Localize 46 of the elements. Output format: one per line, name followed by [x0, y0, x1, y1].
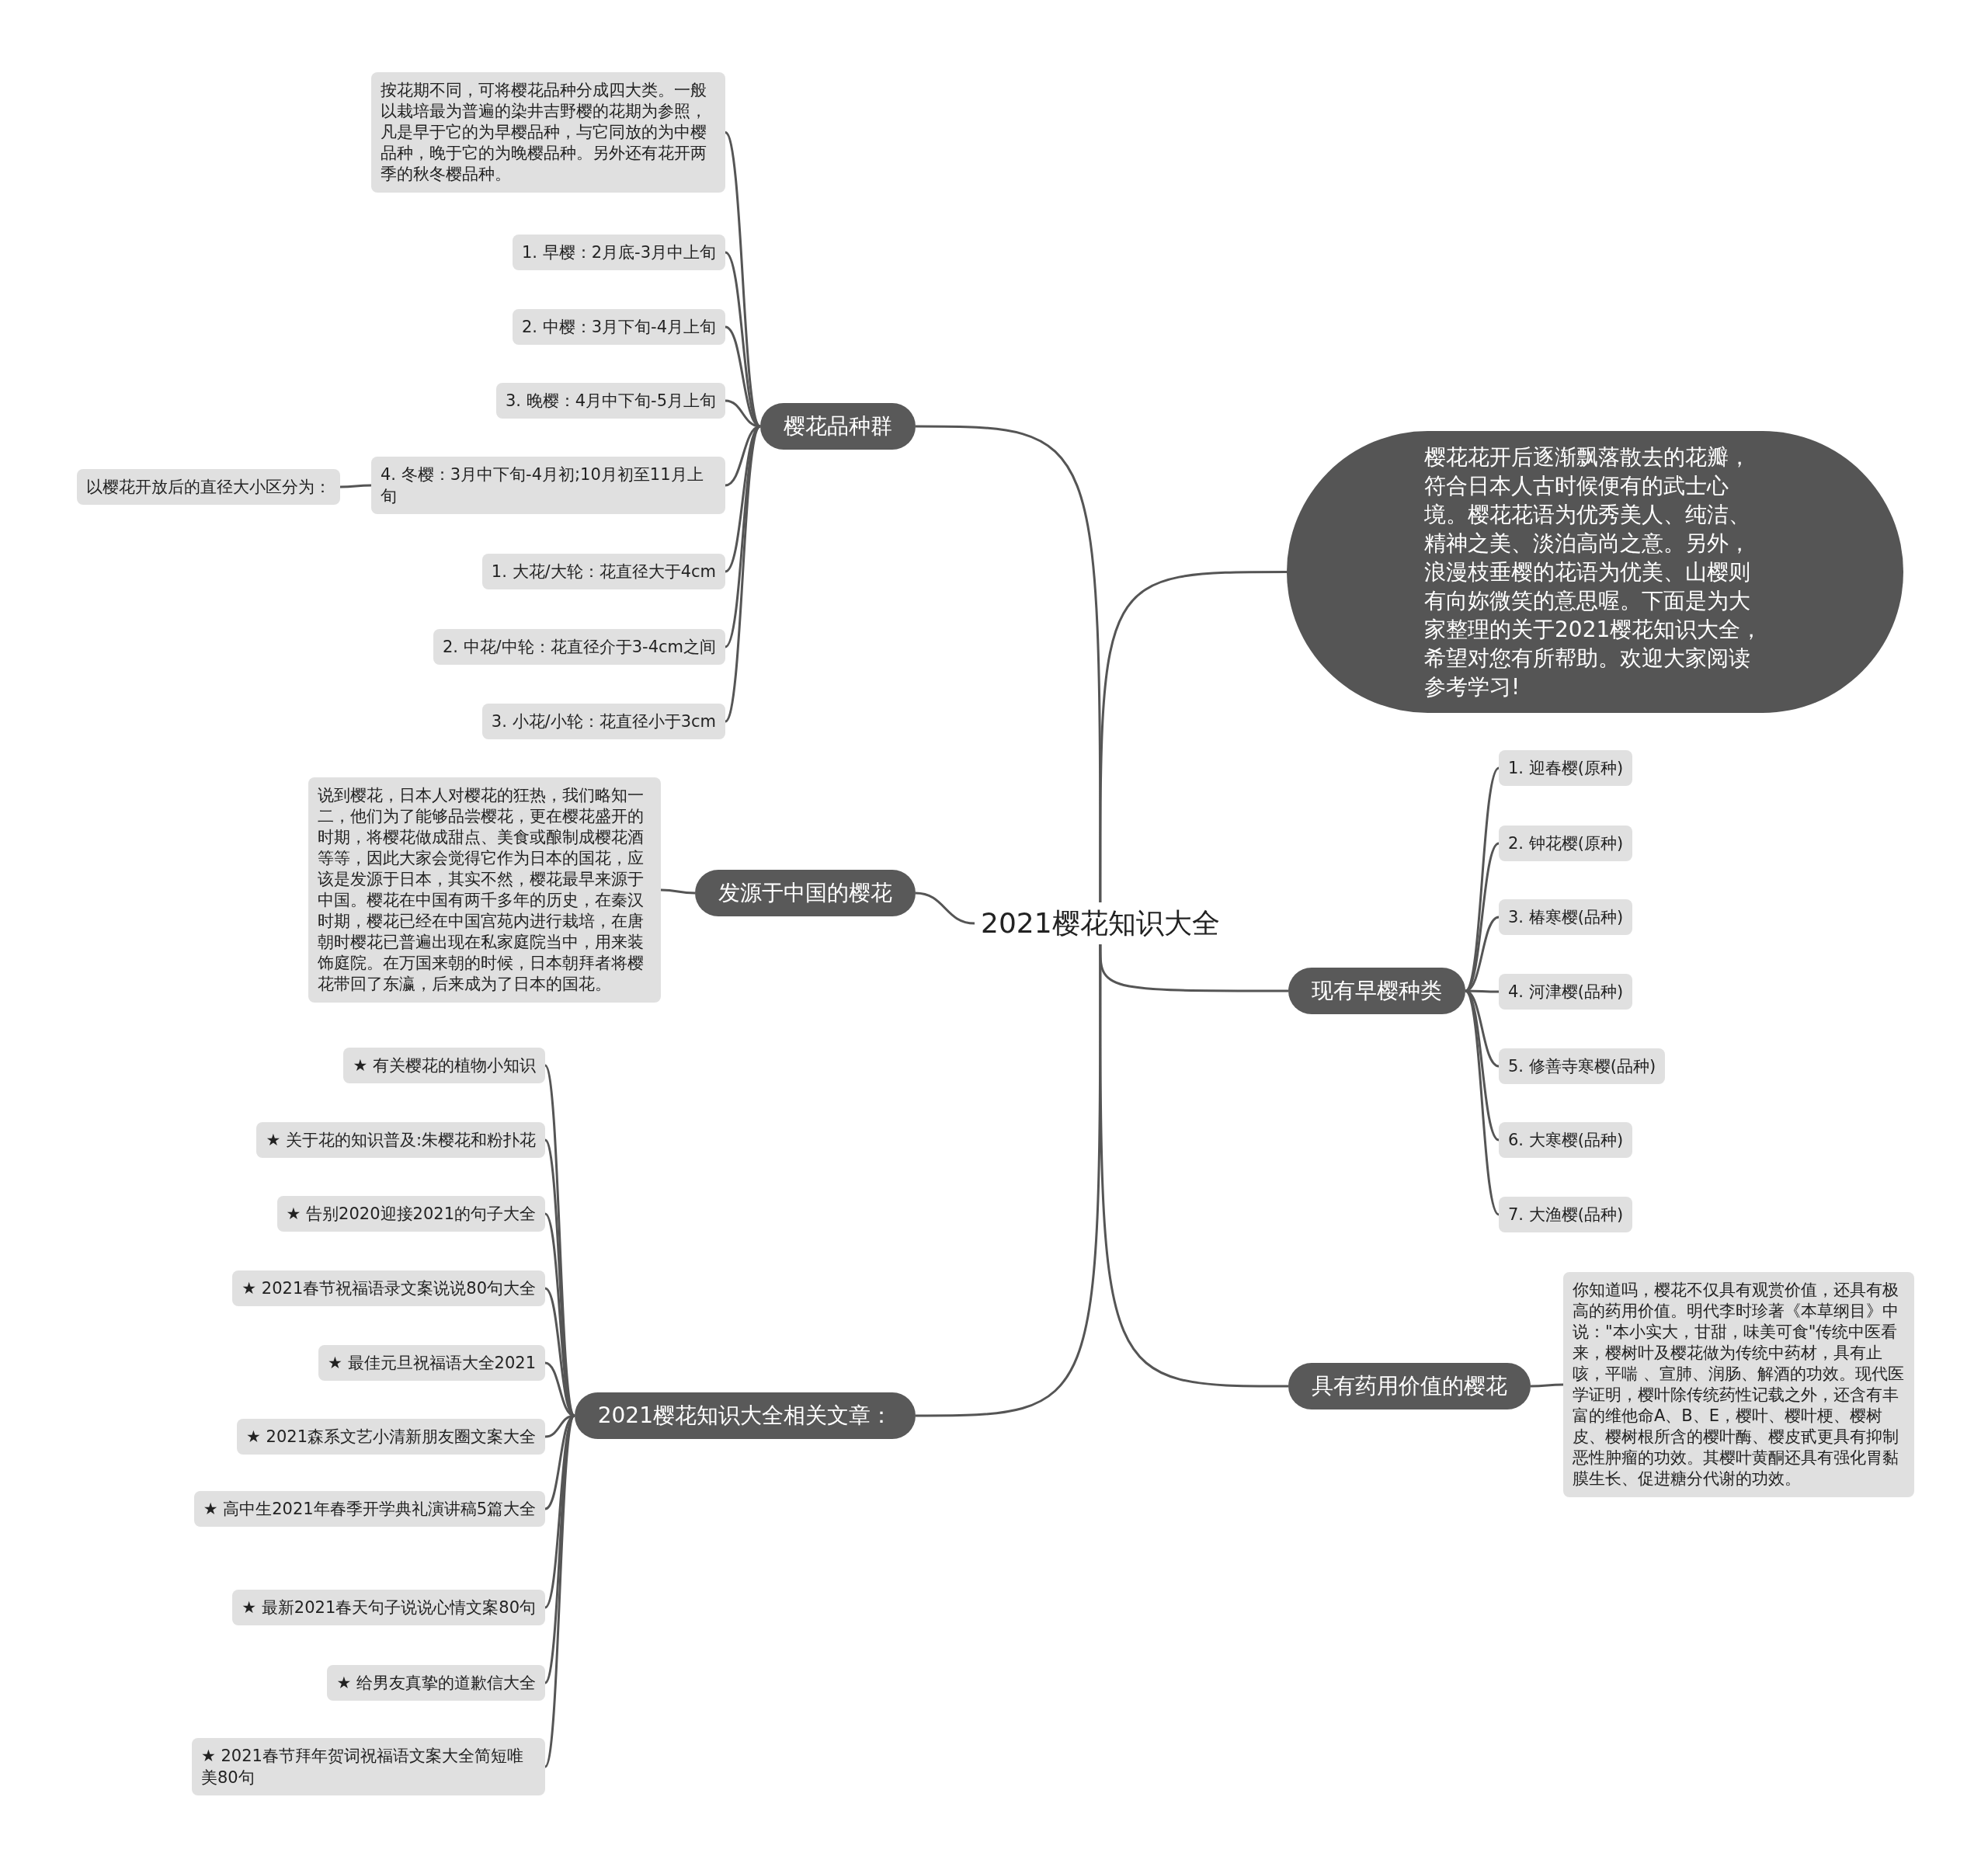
topic-box: 6. 大寒樱(品种): [1499, 1122, 1633, 1158]
connector-line: [724, 426, 762, 722]
topic-box: 3. 小花/小轮：花直径小于3cm: [481, 704, 725, 739]
root-topic: 2021樱花知识大全: [975, 902, 1226, 944]
topic-box: 1. 大花/大轮：花直径大于4cm: [481, 554, 725, 589]
topic-box: ★ 关于花的知识普及:朱樱花和粉扑花: [256, 1122, 545, 1158]
topic-box: ★ 2021春节祝福语录文案说说80句大全: [232, 1270, 545, 1306]
topic-box: 2. 中樱：3月下旬-4月上旬: [513, 309, 725, 345]
connector-line: [1099, 944, 1288, 1388]
connector-line: [1464, 990, 1500, 1215]
topic-box: 2. 钟花樱(原种): [1499, 826, 1633, 861]
topic-box: 1. 迎春樱(原种): [1499, 750, 1633, 786]
connector-line: [1531, 1383, 1563, 1388]
topic-pill: 樱花品种群: [760, 403, 916, 450]
connector-line: [544, 1065, 576, 1416]
topic-box: ★ 2021春节拜年贺词祝福语文案大全简短唯美80句: [192, 1738, 545, 1795]
topic-box: ★ 2021森系文艺小清新朋友圈文案大全: [237, 1419, 545, 1455]
topic-pill: 发源于中国的樱花: [695, 870, 916, 916]
topic-box: ★ 最佳元旦祝福语大全2021: [318, 1345, 545, 1381]
connector-line: [1099, 571, 1287, 902]
connector-line: [660, 888, 696, 895]
topic-box: 5. 修善寺寒樱(品种): [1499, 1048, 1666, 1084]
topic-box: ★ 给男友真挚的道歉信大全: [327, 1665, 545, 1701]
note-box: 你知道吗，樱花不仅具有观赏价值，还具有极高的药用价值。明代李时珍著《本草纲目》中说："本小实大，甘甜，味美可食"传统中医看来，樱树叶及樱花做为传统中药材，具有止咳，平喘 、宣肺、润肠、解酒的功效。现代医学证明，樱叶除传统药性记载之外，还含有丰富的维他命A、B、E，樱叶、樱叶梗、樱树皮、樱树根所含的樱叶酶、樱皮甙更具有抑制恶性肿瘤的功效。其樱叶黄酮还具有强化胃黏膜生长、促进糖分代谢的功效。: [1563, 1272, 1914, 1497]
note-box: 说到樱花，日本人对樱花的狂热，我们略知一二，他们为了能够品尝樱花，更在樱花盛开的时期，将樱花做成甜点、美食或酿制成樱花酒等等，因此大家会觉得它作为日本的国花，应该是发源于日本，其实不然，樱花最早来源于中国。樱花在中国有两千多年的历史，在秦汉时期，樱花已经在中国宫苑内进行栽培，在唐朝时樱花已普遍出现在私家庭院当中，用来装饰庭院。在万国来朝的时候，日本朝拜者将樱花带回了东瀛，后来成为了日本的国花。: [308, 777, 661, 1003]
topic-box: 4. 河津樱(品种): [1499, 974, 1633, 1010]
topic-box: ★ 有关樱花的植物小知识: [343, 1048, 545, 1083]
topic-box: 以樱花开放后的直径大小区分为：: [77, 469, 340, 505]
topic-box: ★ 告别2020迎接2021的句子大全: [276, 1196, 545, 1232]
note-box: 按花期不同，可将樱花品种分成四大类。一般以栽培最为普遍的染井吉野樱的花期为参照，凡是早于它的为早樱品种，与它同放的为中樱品种，晚于它的为晚樱品种。另外还有花开两季的秋冬樱品种。: [371, 72, 725, 193]
topic-pill: 具有药用价值的樱花: [1288, 1363, 1531, 1409]
connector-line: [915, 892, 975, 925]
connector-line: [544, 1415, 576, 1767]
topic-box: 4. 冬樱：3月中下旬-4月初;10月初至11月上旬: [371, 457, 725, 514]
topic-box: 3. 椿寒樱(品种): [1499, 899, 1633, 935]
topic-pill: 现有早樱种类: [1288, 968, 1465, 1014]
topic-pill: 2021樱花知识大全相关文章：: [574, 1392, 916, 1439]
connector-line: [340, 484, 371, 488]
summary-text: 樱花花开后逐渐飘落散去的花瓣，符合日本人古时候便有的武士心境。樱花花语为优秀美人、纯洁、精神之美、淡泊高尚之意。另外，浪漫枝垂樱的花语为优美、山樱则有向妳微笑的意思喔。下面是为大家整理的关于2021樱花知识大全，希望对您有所帮助。欢迎大家阅读参考学习!: [1424, 443, 1764, 701]
topic-box: 3. 晚樱：4月中下旬-5月上旬: [496, 383, 725, 419]
topic-box: ★ 最新2021春天句子说说心情文案80句: [232, 1590, 545, 1625]
connector-line: [544, 1415, 575, 1608]
topic-box: 1. 早樱：2月底-3月中上旬: [513, 235, 725, 270]
topic-box: ★ 高中生2021年春季开学典礼演讲稿5篇大全: [193, 1491, 545, 1527]
topic-box: 2. 中花/中轮：花直径介于3-4cm之间: [433, 629, 725, 665]
topic-box: 7. 大渔樱(品种): [1499, 1197, 1633, 1232]
